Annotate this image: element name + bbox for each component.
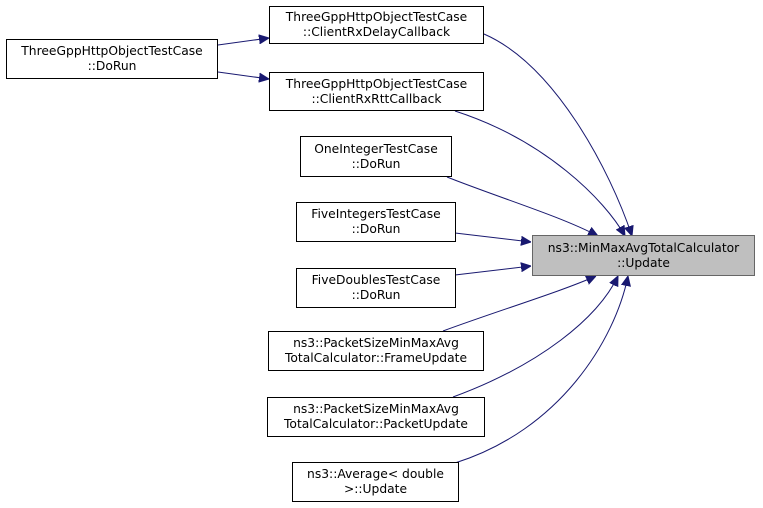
node-packet-update[interactable]: ns3::PacketSizeMinMaxAvg TotalCalculator… (267, 397, 485, 437)
node-minmaxavg-update-line1: ns3::MinMaxAvgTotalCalculator (547, 240, 740, 255)
node-minmaxavg-update: ns3::MinMaxAvgTotalCalculator ::Update (532, 235, 755, 276)
node-frame-update-line1: ns3::PacketSizeMinMaxAvg (293, 336, 459, 350)
node-packet-update-line2: TotalCalculator::PacketUpdate (284, 417, 468, 431)
node-average-update-line2: >::Update (343, 482, 408, 496)
node-five-doubles-dorun-line2: ::DoRun (351, 288, 401, 302)
edge-packet-update-to-target (452, 276, 618, 398)
edge-dorun-to-client-rx-delay (217, 38, 269, 46)
node-http-dorun-line1: ThreeGppHttpObjectTestCase (21, 44, 203, 58)
node-http-dorun-line2: ::DoRun (87, 59, 137, 73)
edge-client-rx-delay-to-target (483, 33, 632, 236)
node-frame-update-line2: TotalCalculator::FrameUpdate (284, 351, 468, 365)
node-client-rx-delay-callback[interactable]: ThreeGppHttpObjectTestCase ::ClientRxDel… (269, 6, 484, 44)
node-frame-update[interactable]: ns3::PacketSizeMinMaxAvg TotalCalculator… (268, 331, 484, 371)
node-five-doubles-dorun[interactable]: FiveDoublesTestCase ::DoRun (296, 268, 456, 308)
node-one-integer-dorun-line1: OneIntegerTestCase (314, 141, 438, 156)
node-http-dorun[interactable]: ThreeGppHttpObjectTestCase ::DoRun (6, 39, 218, 79)
node-minmaxavg-update-line2: ::Update (617, 255, 670, 270)
node-five-integers-dorun-line1: FiveIntegersTestCase (311, 207, 441, 221)
node-one-integer-dorun-line2: ::DoRun (351, 156, 401, 171)
edge-frame-update-to-target (442, 276, 596, 332)
edge-dorun-to-client-rx-rtt (217, 71, 269, 79)
edge-five-integers-to-target (454, 232, 531, 242)
edge-client-rx-rtt-to-target (454, 110, 625, 236)
edge-one-integer-to-target (446, 176, 598, 236)
node-client-rx-rtt-callback[interactable]: ThreeGppHttpObjectTestCase ::ClientRxRtt… (269, 72, 484, 111)
edge-average-update-to-target (454, 276, 628, 464)
node-five-integers-dorun-line2: ::DoRun (351, 222, 401, 236)
node-five-integers-dorun[interactable]: FiveIntegersTestCase ::DoRun (296, 202, 456, 242)
node-average-update[interactable]: ns3::Average< double >::Update (292, 462, 459, 502)
node-one-integer-dorun[interactable]: OneIntegerTestCase ::DoRun (300, 136, 452, 177)
edge-five-doubles-to-target (454, 266, 531, 276)
node-packet-update-line1: ns3::PacketSizeMinMaxAvg (293, 402, 459, 416)
node-client-rx-rtt-callback-line2: ::ClientRxRttCallback (311, 91, 442, 106)
node-average-update-line1: ns3::Average< double (307, 467, 444, 481)
node-five-doubles-dorun-line1: FiveDoublesTestCase (311, 273, 441, 287)
node-client-rx-delay-callback-line1: ThreeGppHttpObjectTestCase (285, 10, 468, 24)
node-client-rx-delay-callback-line2: ::ClientRxDelayCallback (302, 25, 451, 39)
node-client-rx-rtt-callback-line1: ThreeGppHttpObjectTestCase (285, 76, 468, 91)
